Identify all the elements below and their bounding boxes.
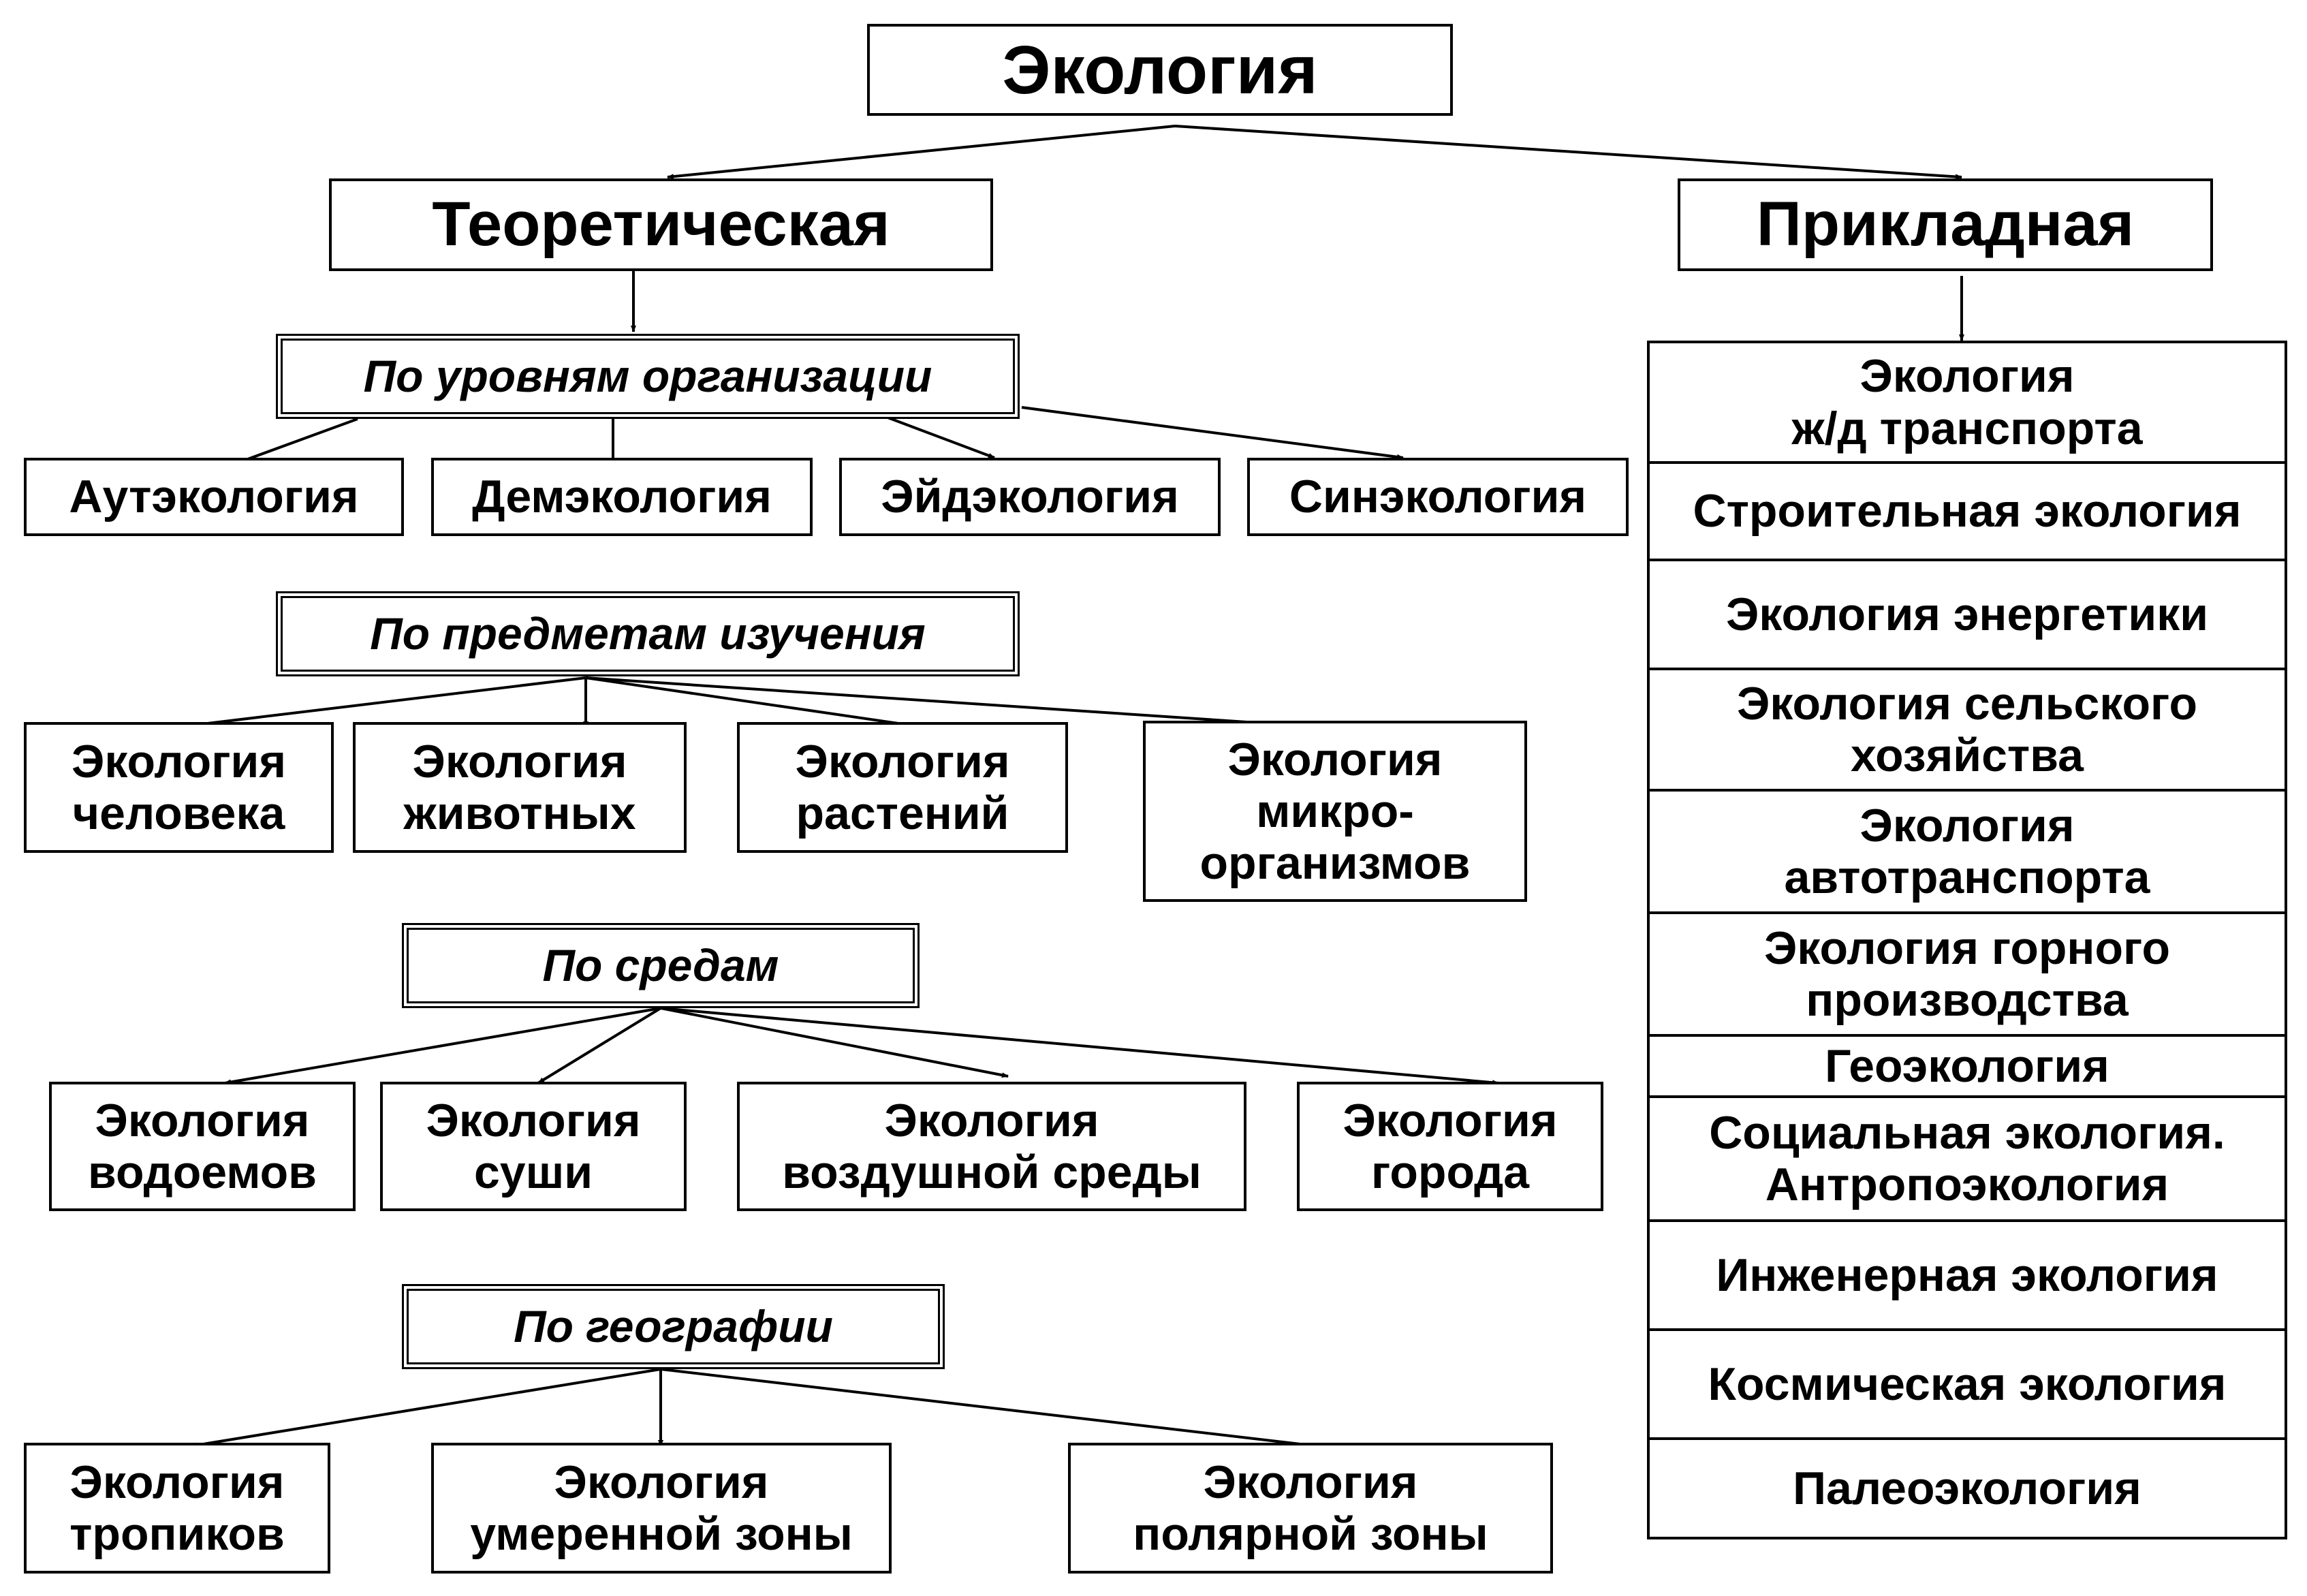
branch-applied: Прикладная: [1678, 178, 2213, 271]
environment-item: Экология водоемов: [49, 1082, 356, 1211]
arrow-geo-3: [660, 1368, 1319, 1448]
environment-item-label: Экология водоемов: [88, 1094, 317, 1198]
geography-item-label: Экология тропиков: [69, 1456, 285, 1560]
environment-item: Экология суши: [380, 1082, 687, 1211]
level-item-label: Аутэкология: [69, 471, 359, 523]
environment-item: Экология воздушной среды: [737, 1082, 1246, 1211]
applied-item-label: Экология автотранспорта: [1784, 799, 2150, 903]
arrow-levels-4: [1021, 406, 1404, 460]
category-subjects: По предметам изучения: [276, 591, 1020, 676]
applied-item-label: Геоэкология: [1825, 1039, 2109, 1092]
applied-item-label: Строительная экология: [1693, 485, 2242, 537]
applied-item: Экология горного производства: [1647, 911, 2287, 1034]
environment-item-label: Экология города: [1343, 1094, 1558, 1198]
subject-item-label: Экология микро- организмов: [1199, 733, 1471, 890]
level-item-label: Эйдэкология: [881, 471, 1179, 523]
applied-item: Инженерная экология: [1647, 1219, 2287, 1328]
category-geography: По географии: [402, 1284, 945, 1369]
arrow-subjects-1: [173, 676, 586, 730]
applied-item-label: Социальная экология. Антропоэкология: [1709, 1106, 2225, 1210]
applied-item-label: Экология сельского хозяйства: [1737, 677, 2197, 781]
geography-item-label: Экология полярной зоны: [1133, 1456, 1488, 1560]
applied-item: Палеоэкология: [1647, 1437, 2287, 1539]
subject-item-label: Экология растений: [795, 735, 1010, 839]
arrow-subjects-4: [585, 676, 1329, 730]
branch-theoretical: Теоретическая: [329, 178, 993, 271]
category-subjects-label: По предметам изучения: [370, 608, 926, 659]
environment-item-label: Экология воздушной среды: [782, 1094, 1202, 1198]
subject-item-label: Экология человека: [72, 735, 286, 839]
level-item: Синэкология: [1247, 458, 1629, 536]
applied-item: Экология автотранспорта: [1647, 789, 2287, 911]
applied-item-label: Космическая экология: [1708, 1358, 2227, 1410]
applied-item-label: Экология горного производства: [1764, 922, 2170, 1026]
arrow-root-theoretical: [667, 125, 1176, 180]
geography-item-label: Экология умеренной зоны: [470, 1456, 853, 1560]
applied-item: Геоэкология: [1647, 1034, 2287, 1095]
applied-item: Космическая экология: [1647, 1328, 2287, 1437]
subject-item-label: Экология животных: [403, 735, 636, 839]
environment-item: Экология города: [1297, 1082, 1603, 1211]
subject-item: Экология животных: [353, 722, 687, 853]
category-levels-label: По уровням организации: [363, 350, 932, 401]
arrow-env-3: [660, 1007, 1009, 1078]
branch-theoretical-label: Теоретическая: [432, 189, 890, 260]
arrow-subjects-3: [585, 676, 927, 730]
applied-item-label: Экология ж/д транспорта: [1791, 350, 2143, 454]
applied-item: Социальная экология. Антропоэкология: [1647, 1095, 2287, 1219]
applied-item-label: Экология энергетики: [1725, 588, 2209, 640]
arrow-env-1: [224, 1007, 661, 1085]
arrow-levels-3: [878, 413, 995, 459]
arrow-geo-1: [190, 1368, 661, 1448]
subject-item: Экология микро- организмов: [1143, 721, 1527, 902]
level-item: Эйдэкология: [839, 458, 1221, 536]
arrow-root-applied: [1174, 125, 1962, 180]
applied-item: Экология энергетики: [1647, 559, 2287, 668]
level-item-label: Синэкология: [1289, 471, 1587, 523]
applied-item: Экология ж/д транспорта: [1647, 341, 2287, 461]
applied-item-label: Палеоэкология: [1793, 1462, 2141, 1514]
geography-item: Экология тропиков: [24, 1443, 330, 1574]
level-item: Демэкология: [431, 458, 813, 536]
level-item-label: Демэкология: [472, 471, 772, 523]
geography-item: Экология полярной зоны: [1068, 1443, 1553, 1574]
applied-item-label: Инженерная экология: [1716, 1249, 2218, 1301]
category-levels: По уровням организации: [276, 334, 1020, 419]
applied-item: Экология сельского хозяйства: [1647, 668, 2287, 789]
level-item: Аутэкология: [24, 458, 404, 536]
category-environments-label: По средам: [542, 939, 779, 990]
arrow-env-4: [660, 1007, 1499, 1086]
subject-item: Экология человека: [24, 722, 334, 853]
category-environments: По средам: [402, 923, 920, 1008]
environment-item-label: Экология суши: [426, 1094, 641, 1198]
branch-applied-label: Прикладная: [1756, 189, 2135, 260]
arrow-env-2: [537, 1007, 662, 1084]
root-node: Экология: [867, 24, 1453, 116]
geography-item: Экология умеренной зоны: [431, 1443, 892, 1574]
category-geography-label: По географии: [514, 1300, 833, 1351]
root-label: Экология: [1002, 31, 1318, 108]
subject-item: Экология растений: [737, 722, 1068, 853]
applied-item: Строительная экология: [1647, 461, 2287, 559]
